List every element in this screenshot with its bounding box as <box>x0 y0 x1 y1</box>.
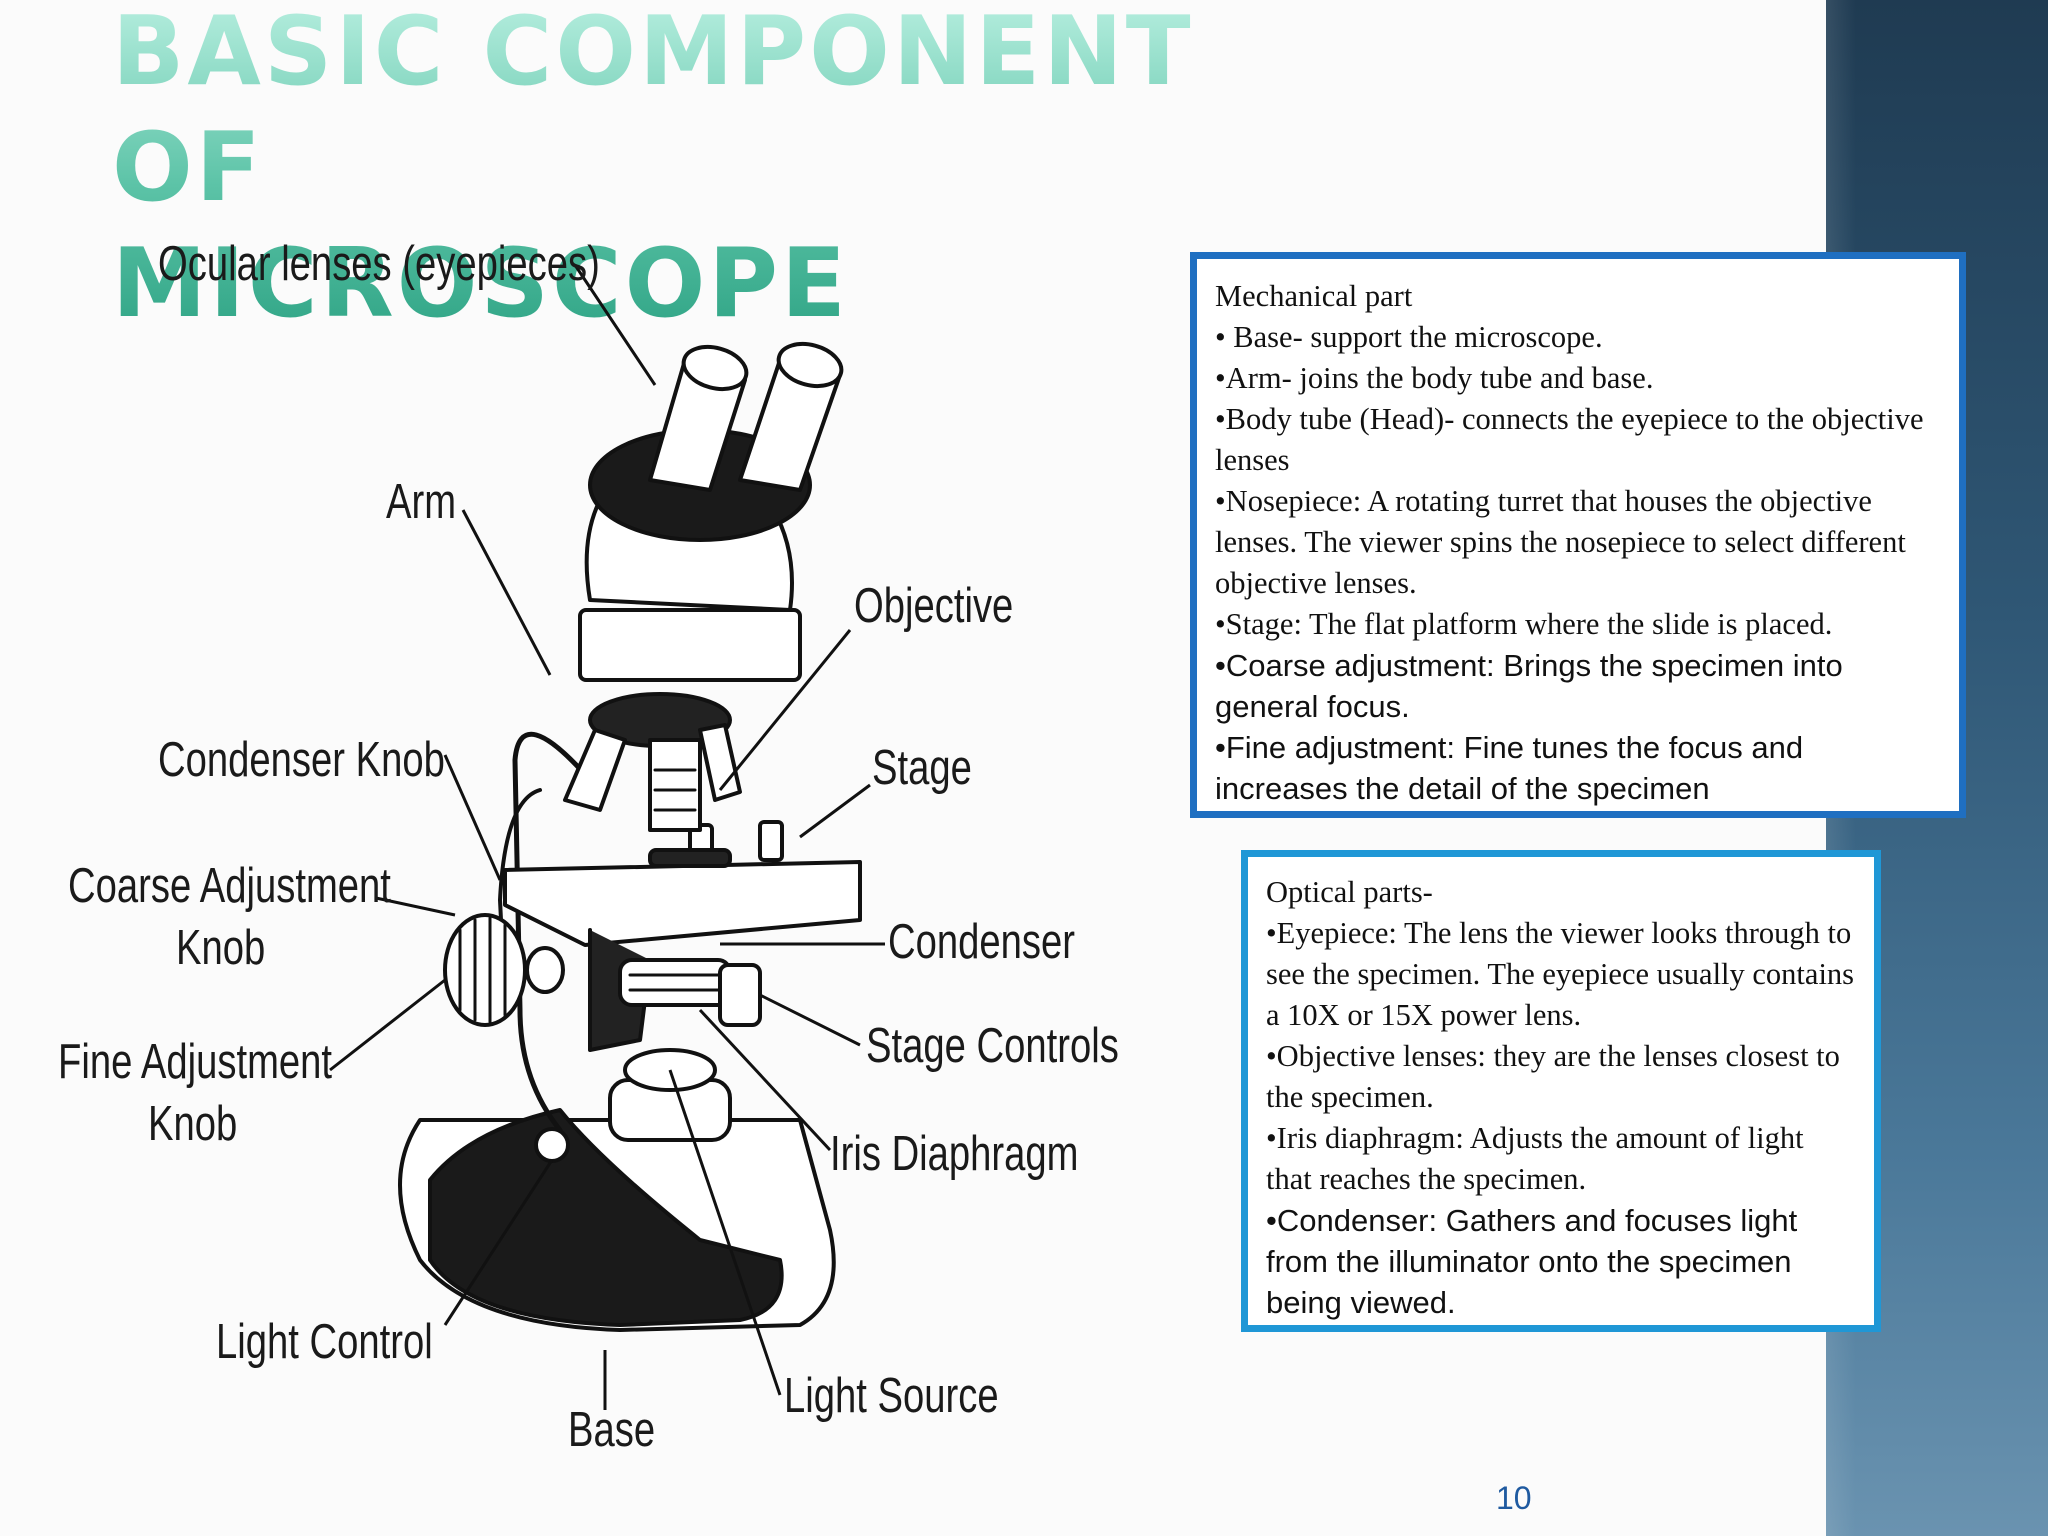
leader-fine <box>329 978 446 1072</box>
objective-right <box>698 723 742 802</box>
label-coarse-adjustment: Coarse Adjustment <box>68 859 391 913</box>
label-arm: Arm <box>386 475 457 529</box>
mechanical-item-base: • Base- support the microscope. <box>1215 320 1603 354</box>
leader-iris <box>698 1008 832 1152</box>
optical-item-iris: •Iris diaphragm: Adjusts the amount of l… <box>1266 1121 1804 1196</box>
stage-control-knob <box>718 963 762 1027</box>
light-control-dial <box>534 1127 570 1163</box>
condenser-ring <box>618 958 732 1007</box>
label-coarse-knob: Knob <box>176 921 266 975</box>
leader-arm <box>461 509 552 676</box>
mechanical-parts-box: Mechanical part • Base- support the micr… <box>1190 252 1966 818</box>
leader-stage-controls <box>759 993 861 1047</box>
label-ocular-lenses: Ocular lenses (eyepieces) <box>158 237 600 291</box>
leader-light-source <box>668 1069 782 1396</box>
label-stage: Stage <box>872 741 972 795</box>
optical-parts-box: Optical parts- •Eyepiece: The lens the v… <box>1241 850 1881 1332</box>
mechanical-item-fine: •Fine adjustment: Fine tunes the focus a… <box>1215 730 1804 806</box>
objective-left <box>563 728 627 812</box>
optical-item-objective: •Objective lenses: they are the lenses c… <box>1266 1039 1840 1114</box>
leader-objective <box>718 629 852 791</box>
stage-clip-2 <box>758 820 784 862</box>
slide <box>648 848 732 868</box>
leader-stage <box>799 783 871 839</box>
mechanical-heading: Mechanical part <box>1215 279 1413 313</box>
label-condenser: Condenser <box>888 915 1075 969</box>
page-number: 10 <box>1496 1480 1532 1516</box>
label-iris-diaphragm: Iris Diaphragm <box>830 1127 1079 1181</box>
mechanical-item-coarse: •Coarse adjustment: Brings the specimen … <box>1215 648 1843 724</box>
label-objective: Objective <box>854 579 1014 633</box>
optical-item-condenser: •Condenser: Gathers and focuses light fr… <box>1266 1203 1798 1320</box>
optical-heading: Optical parts- <box>1266 875 1433 909</box>
leader-ocular <box>573 264 657 386</box>
label-base: Base <box>568 1403 656 1457</box>
title-line-1: BASIC COMPONENT OF <box>112 0 1194 223</box>
leader-light-control <box>443 1159 554 1326</box>
label-light-source: Light Source <box>784 1369 999 1423</box>
label-condenser-knob: Condenser Knob <box>158 733 445 787</box>
mechanical-item-nosepiece: •Nosepiece: A rotating turret that house… <box>1215 484 1906 600</box>
microscope-diagram <box>329 264 885 1410</box>
mechanical-item-arm: •Arm- joins the body tube and base. <box>1215 361 1654 395</box>
optical-item-eyepiece: •Eyepiece: The lens the viewer looks thr… <box>1266 916 1855 1032</box>
label-fine-knob: Knob <box>148 1097 238 1151</box>
label-light-control: Light Control <box>216 1315 433 1369</box>
leader-coarse <box>375 896 456 917</box>
head-collar <box>578 608 802 682</box>
mechanical-item-stage: •Stage: The flat platform where the slid… <box>1215 607 1833 641</box>
label-fine-adjustment: Fine Adjustment <box>58 1035 333 1089</box>
leader-condenser-knob <box>443 754 502 881</box>
objective-center <box>648 738 702 832</box>
base-dark-panel <box>428 1108 784 1327</box>
coarse-knob <box>443 913 527 1027</box>
label-stage-controls: Stage Controls <box>866 1019 1119 1073</box>
stage-plate <box>503 860 862 947</box>
mechanical-item-body-tube: •Body tube (Head)- connects the eyepiece… <box>1215 402 1924 477</box>
